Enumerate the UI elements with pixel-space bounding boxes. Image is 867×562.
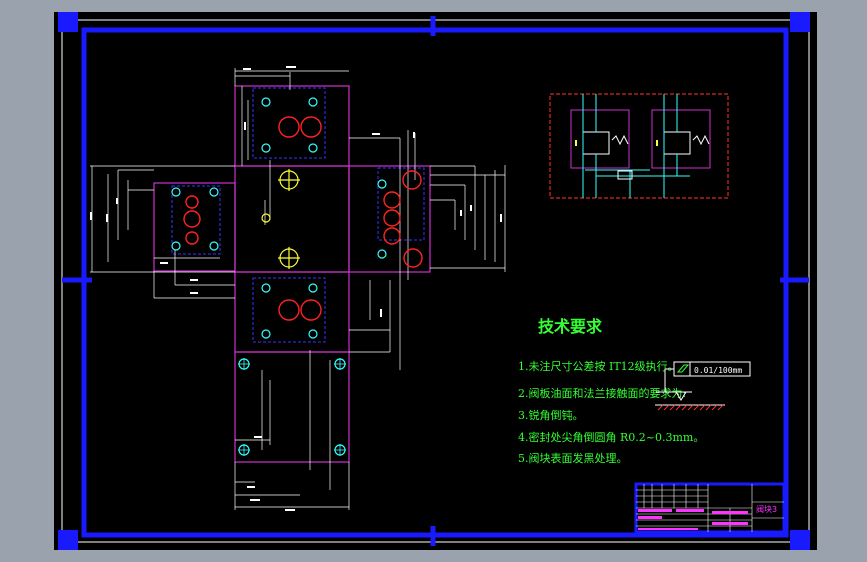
mounting-holes xyxy=(171,97,387,456)
dimension-ticks xyxy=(90,66,502,511)
frame-corner-markers xyxy=(58,12,810,550)
drawing-sheet xyxy=(54,12,817,550)
port-holes xyxy=(183,116,423,321)
drawing-frame xyxy=(81,27,789,538)
dimension-lines xyxy=(90,68,506,510)
hidden-port-regions xyxy=(171,87,425,343)
hydraulic-schematic xyxy=(549,93,729,199)
center-holes xyxy=(261,169,300,269)
tech-item-2: 2.阀板油面和法兰接触面的要求为: xyxy=(518,386,686,400)
sheet-border xyxy=(61,19,810,543)
flatness-tolerance: 0.01/100mm xyxy=(655,361,751,411)
titleblock-part-name: 阀块3 xyxy=(756,504,777,514)
mounting-hole-crosses xyxy=(238,358,346,456)
tech-requirements: 技术要求 1.未注尺寸公差按 IT12级执行。 2.阀板油面和法兰接触面的要求为… xyxy=(518,317,704,465)
tech-item-3: 3.锐角倒钝。 xyxy=(518,408,584,422)
frame-center-marks xyxy=(62,16,809,546)
tech-item-1: 1.未注尺寸公差按 IT12级执行。 xyxy=(518,359,679,373)
part-outline xyxy=(153,85,431,463)
tech-item-4: 4.密封处尖角倒圆角 R0.2~0.3mm。 xyxy=(518,430,704,444)
tech-item-5: 5.阀块表面发黑处理。 xyxy=(518,451,628,465)
title-block: 阀块3 xyxy=(634,482,786,534)
flatness-value: 0.01/100mm xyxy=(694,366,742,375)
tech-heading: 技术要求 xyxy=(538,317,603,336)
